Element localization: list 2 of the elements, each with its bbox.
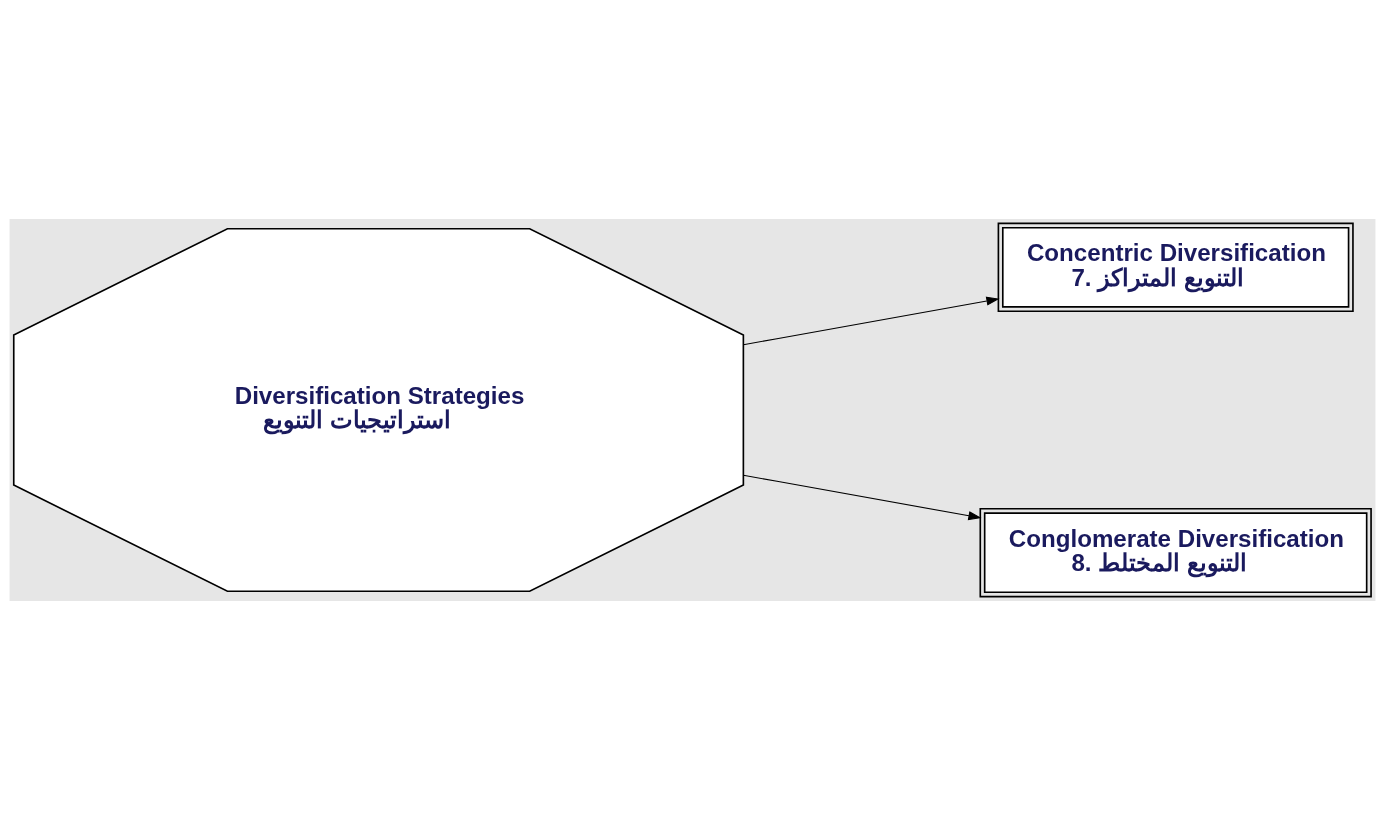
arrow	[742, 296, 1000, 346]
arrow	[742, 474, 982, 521]
